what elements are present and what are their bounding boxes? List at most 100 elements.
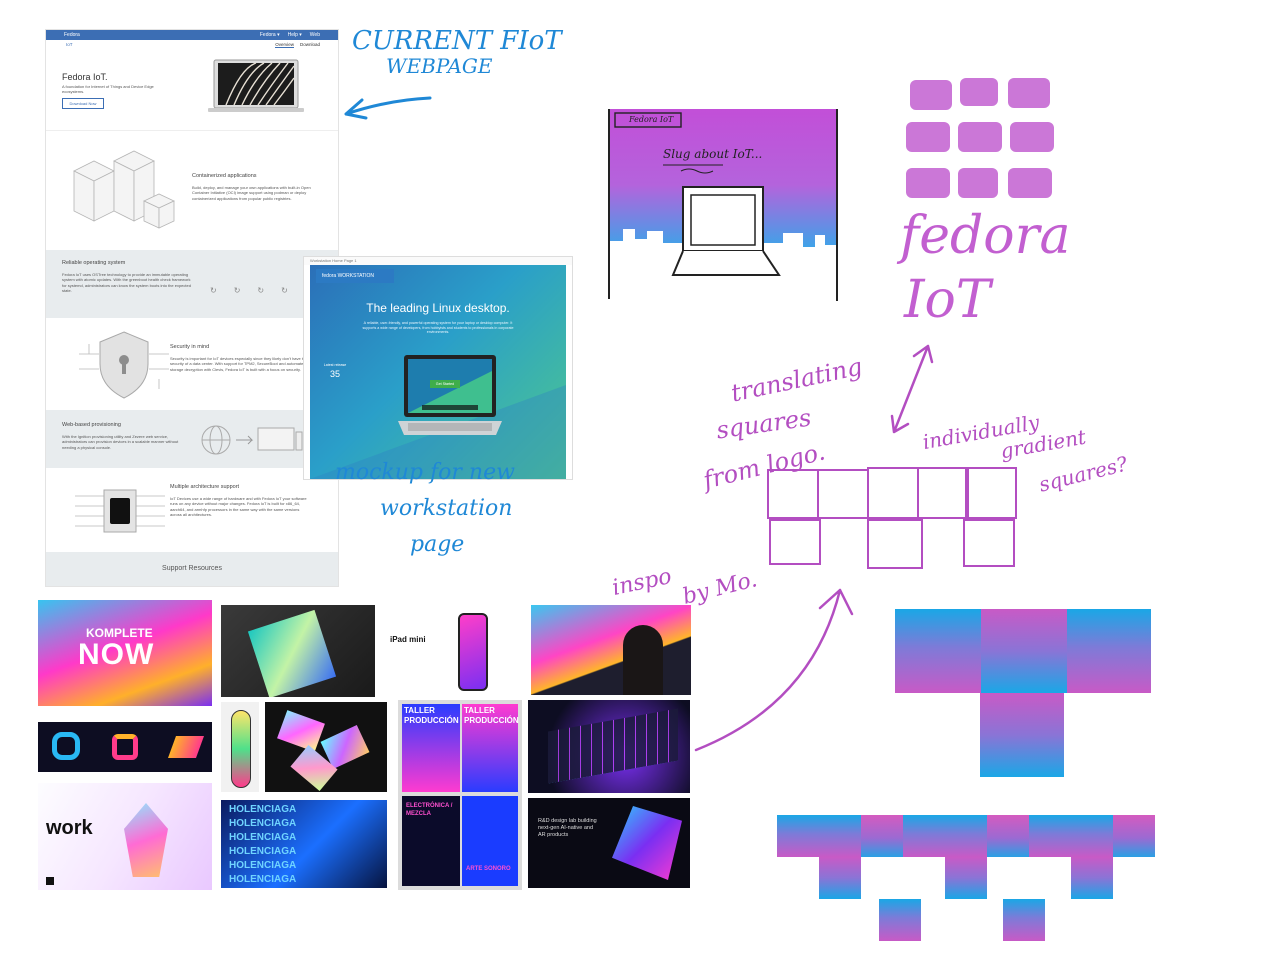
play-icon[interactable] — [46, 877, 54, 885]
support-resources[interactable]: Support Resources — [46, 552, 338, 586]
badge-label: Latest release — [323, 363, 347, 367]
inspo-holenciaga: HOLENCIAGA HOLENCIAGA HOLENCIAGA HOLENCI… — [221, 800, 387, 888]
iot-topbar-brand[interactable]: Fedora — [64, 32, 80, 38]
poster: TALLER PRODUCCIÓN — [462, 704, 519, 792]
ws-logo[interactable]: fedora WORKSTATION — [316, 269, 394, 283]
gradient-square — [987, 815, 1029, 857]
gradient-square — [1071, 857, 1113, 899]
gradient-square — [819, 815, 861, 857]
section-text: IoT Devices use a wide range of hardware… — [170, 496, 307, 518]
inspo-keyboard — [528, 700, 690, 793]
inspo-ipad: iPad mini — [388, 605, 520, 695]
iot-tabs: Overview Download — [275, 42, 320, 48]
inspo-magazine — [221, 605, 375, 697]
now-text: NOW — [78, 638, 155, 671]
poster: ARTE SONORO — [462, 796, 518, 886]
download-button[interactable]: Download Now — [62, 98, 104, 109]
nav-item-web[interactable]: Web — [309, 32, 320, 38]
crayon-square — [910, 80, 952, 110]
section-heading: Containerized applications — [192, 173, 257, 179]
section-text: Build, deploy, and manage your own appli… — [192, 185, 311, 201]
keyboard-image — [548, 708, 678, 784]
section-provisioning: Web-based provisioning With the Ignition… — [46, 410, 338, 468]
release-badge: Latest release 35 — [318, 363, 352, 393]
section-heading: Multiple architecture support — [170, 484, 240, 490]
nav-item-help[interactable]: Help ▾ — [287, 32, 302, 38]
holenciaga-text: HOLENCIAGA — [229, 818, 297, 829]
inspo-logos — [38, 722, 212, 772]
ipad-title: iPad mini — [390, 635, 426, 644]
komplete-text: KOMPLETE — [86, 626, 153, 640]
inspo-slider — [221, 702, 259, 792]
gradient-square — [945, 857, 987, 899]
section-reliable-os: Reliable operating system Fedora IoT use… — [46, 250, 338, 318]
note-mockup-line-3: page — [410, 532, 465, 557]
sketch-header: Fedora IoT — [629, 115, 674, 124]
crayon-square — [958, 168, 998, 198]
sketch-slug: Slug about IoT... — [663, 147, 763, 161]
iot-topbar: Fedora Fedora ▾ Help ▾ Web — [46, 30, 338, 40]
ws-subtitle: A reliable, user-friendly, and powerful … — [362, 321, 514, 335]
page-title: Fedora IoT. — [62, 72, 108, 82]
section-text: Fedora IoT uses OSTree technology to pro… — [62, 272, 191, 294]
tab-download[interactable]: Download — [299, 42, 320, 47]
crayon-square — [960, 78, 998, 106]
poster: ELECTRÓNICA / MEZCLA — [402, 796, 460, 886]
gradient-square — [980, 693, 1064, 777]
presenter-figure — [623, 625, 663, 695]
holenciaga-text: HOLENCIAGA — [229, 846, 297, 857]
rnd-text: R&D design lab building next-gen AI-nati… — [538, 818, 597, 838]
section-text: Security is important for IoT devices es… — [170, 356, 308, 372]
section-heading: Reliable operating system — [62, 260, 126, 266]
magazine-cover — [247, 609, 337, 697]
gradient-square — [1003, 899, 1045, 941]
section-security: Security in mind Security is important f… — [46, 318, 338, 410]
hero-sketch-drawing — [608, 109, 838, 301]
gradient-square — [981, 609, 1067, 693]
crayon-square — [1008, 78, 1050, 108]
produccion-text: PRODUCCIÓN — [464, 716, 519, 725]
breadcrumb[interactable]: IoT — [66, 42, 73, 47]
inspo-work: work — [38, 783, 212, 890]
logo-s-icon — [52, 732, 80, 760]
shield-icon — [79, 331, 169, 399]
electronica-text: ELECTRÓNICA / MEZCLA — [406, 803, 453, 817]
note-translating: translating — [728, 352, 865, 408]
ws-title: The leading Linux desktop. — [366, 301, 510, 315]
ws-hero: fedora WORKSTATION The leading Linux des… — [310, 265, 566, 479]
gradient-square — [1071, 815, 1113, 857]
ipad-image — [458, 613, 488, 691]
laptop-image — [208, 59, 304, 112]
gradient-square — [879, 899, 921, 941]
fedora-iot-webpage-mockup: Fedora Fedora ▾ Help ▾ Web IoT Overview … — [45, 29, 339, 587]
crayon-logo: fedora IoT — [900, 74, 1100, 334]
note-mockup-line-1: mockup for new — [335, 460, 515, 485]
crayon-square — [906, 168, 950, 198]
container-blocks-icon — [73, 150, 175, 229]
gradient-square — [777, 815, 819, 857]
inspo-komplete-now: KOMPLETE NOW — [38, 600, 212, 706]
arte-text: ARTE SONORO — [466, 866, 511, 872]
inspo-presenter — [531, 605, 691, 695]
tab-overview[interactable]: Overview — [275, 42, 294, 48]
inspo-holo-cards — [265, 702, 387, 792]
note-squares-question: squares? — [1036, 451, 1130, 497]
note-current-fiot: CURRENT FIoT — [352, 26, 562, 56]
iot-topbar-nav: Fedora ▾ Help ▾ Web — [260, 32, 320, 38]
gradient-square — [819, 857, 861, 899]
holenciaga-text: HOLENCIAGA — [229, 874, 297, 885]
ws-bar: Workstation Home Page 1 — [304, 257, 572, 265]
gradient-square — [903, 815, 945, 857]
section-heading: Security in mind — [170, 344, 210, 350]
gradient-square — [861, 815, 903, 857]
note-squares: squares — [714, 403, 813, 445]
nav-item-fedora[interactable]: Fedora ▾ — [259, 32, 280, 38]
crayon-square — [958, 122, 1002, 152]
iso-cubes-image — [612, 806, 682, 880]
get-started-button[interactable]: Get Started — [430, 380, 460, 388]
poster: TALLER PRODUCCIÓN — [402, 704, 460, 792]
gradient-square — [945, 815, 987, 857]
inspo-rnd-lab: R&D design lab building next-gen AI-nati… — [528, 798, 690, 888]
crayon-square — [1010, 122, 1054, 152]
produccion-text: PRODUCCIÓN — [404, 716, 459, 725]
